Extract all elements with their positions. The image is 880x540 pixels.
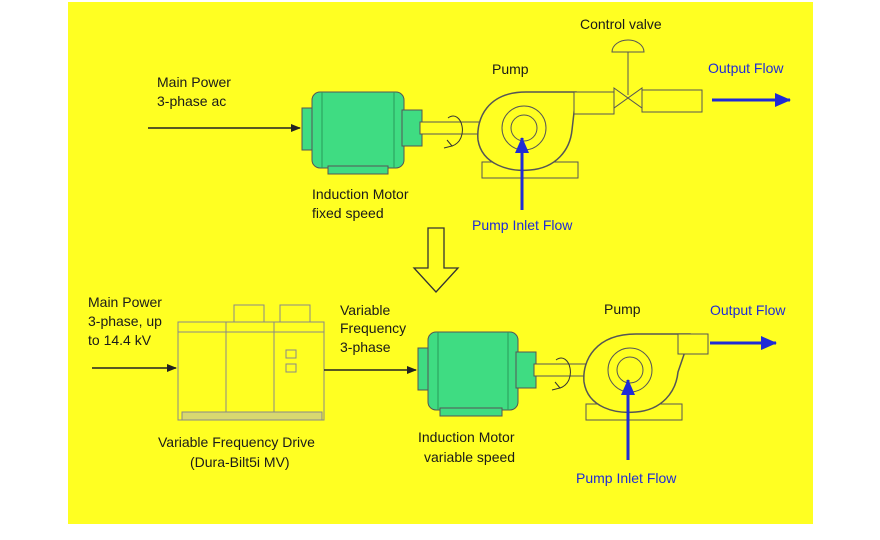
bottom-motor-label: Induction Motor variable speed: [418, 429, 515, 465]
svg-text:3-phase: 3-phase: [340, 339, 391, 355]
top-inlet-flow-label: Pump Inlet Flow: [472, 217, 573, 233]
svg-text:(Dura-Bilt5i MV): (Dura-Bilt5i MV): [190, 454, 290, 470]
top-output-flow-label: Output Flow: [708, 60, 784, 76]
svg-text:fixed speed: fixed speed: [312, 205, 384, 221]
svg-text:3-phase, up: 3-phase, up: [88, 313, 162, 329]
transition-down-arrow-icon: [412, 227, 460, 293]
control-valve-label: Control valve: [580, 16, 662, 32]
svg-text:Frequency: Frequency: [340, 320, 406, 336]
top-pump-label: Pump: [492, 61, 529, 77]
bottom-inlet-flow-label: Pump Inlet Flow: [576, 470, 677, 486]
svg-text:variable speed: variable speed: [424, 449, 515, 465]
bottom-rotation-icon: [555, 357, 571, 389]
svg-text:Main Power: Main Power: [157, 74, 231, 90]
top-rotation-icon: [447, 115, 463, 147]
svg-text:Variable: Variable: [340, 302, 391, 318]
top-output-pipe: [641, 89, 703, 113]
vfd-label: Variable Frequency Drive (Dura-Bilt5i MV…: [158, 434, 315, 470]
svg-text:Induction Motor: Induction Motor: [312, 186, 409, 202]
bottom-output-flow-label: Output Flow: [710, 302, 786, 318]
svg-text:Main Power: Main Power: [88, 294, 162, 310]
bottom-main-power-label: Main Power 3-phase, up to 14.4 kV: [88, 294, 162, 348]
top-induction-motor: [301, 91, 423, 175]
top-motor-label: Induction Motor fixed speed: [312, 186, 409, 221]
svg-text:to 14.4 kV: to 14.4 kV: [88, 332, 152, 348]
bottom-induction-motor: [417, 331, 537, 417]
variable-frequency-drive: [177, 304, 325, 421]
top-pump: [477, 91, 615, 179]
svg-text:Induction Motor: Induction Motor: [418, 429, 515, 445]
bottom-pump: [583, 333, 709, 421]
top-main-power-label: Main Power 3-phase ac: [157, 74, 231, 109]
control-valve: [611, 39, 645, 109]
svg-text:3-phase ac: 3-phase ac: [157, 93, 226, 109]
vfd-output-label: Variable Frequency 3-phase: [340, 302, 406, 355]
svg-text:Variable Frequency Drive: Variable Frequency Drive: [158, 434, 315, 450]
bottom-pump-label: Pump: [604, 301, 641, 317]
